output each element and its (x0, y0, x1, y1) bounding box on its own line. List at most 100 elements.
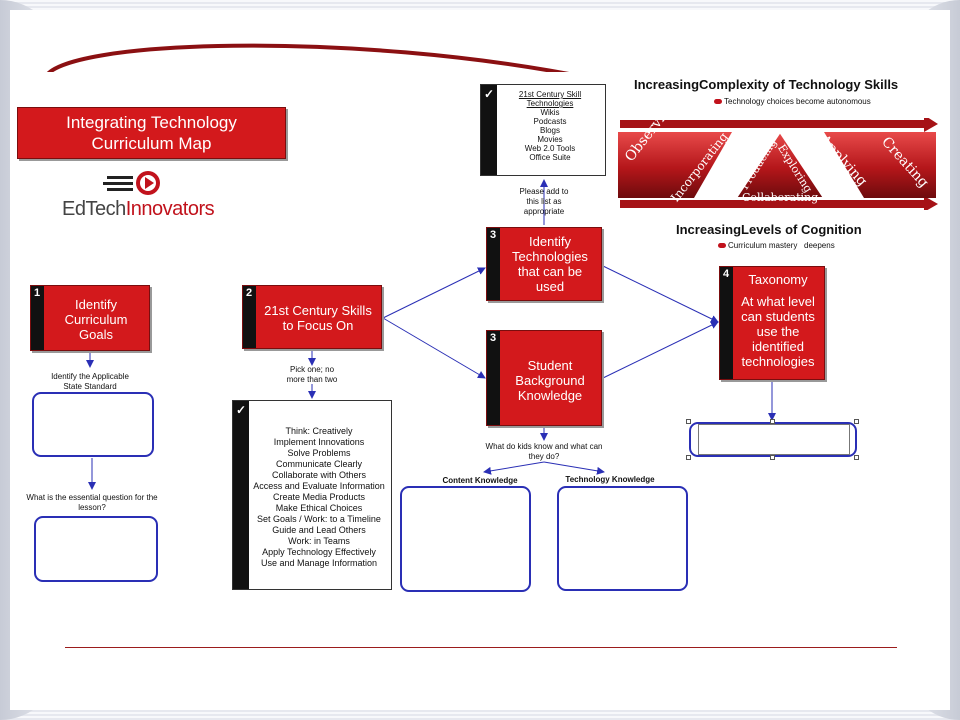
resize-handle (770, 419, 775, 424)
list-item: Create Media Products (272, 492, 366, 502)
title-line-1: Integrating Technology (66, 113, 237, 132)
step-4-line-3: can students (741, 309, 815, 324)
list-item: Movies (537, 135, 563, 144)
step-4-line-6: technologies (741, 354, 815, 369)
logo-text: EdTechInnovators (62, 198, 215, 221)
step-3b-line-2: Background (515, 373, 585, 388)
resize-handle (854, 455, 859, 460)
step-number: 1 (34, 287, 41, 299)
step-3-student-box: 3 Student Background Knowledge (486, 330, 602, 426)
note-standard-2: State Standard (63, 382, 117, 391)
step-3-identify-box: 3 Identify Technologies that can be used (486, 227, 602, 301)
step-2-label: 21st Century Skills to Focus On (257, 303, 379, 333)
tech-list-box: ✓ 21st Century Skill Technologies Wikis … (480, 84, 606, 176)
logo-part-2: Innovators (125, 198, 215, 220)
list-bar (481, 85, 497, 175)
list-item: Work: in Teams (288, 536, 350, 546)
note-addlist-2: this list as (526, 197, 562, 206)
title-line-2: Curriculum Map (91, 134, 212, 153)
taxonomy-inner-frame (698, 424, 850, 455)
note-kids: What do kids know and what can they do? (474, 442, 614, 462)
resize-handle (770, 455, 775, 460)
tech-heading-1: 21st Century Skill (518, 90, 582, 99)
step-2-box: 2 21st Century Skills to Focus On (242, 285, 382, 349)
step-bar (31, 286, 44, 350)
list-item: Use and Manage Information (260, 558, 378, 568)
word-collaborating: Collaborating (742, 191, 819, 204)
note-standard-1: Identify the Applicable (51, 372, 129, 381)
essential-question-box (34, 516, 158, 582)
technology-knowledge-box (557, 486, 688, 591)
step-4-taxonomy-box: 4 Taxonomy At what level can students us… (719, 266, 825, 380)
resize-handle (686, 419, 691, 424)
step-2-line-2: to Focus On (282, 318, 354, 333)
complexity-heading-a: Increasing (634, 77, 700, 92)
note-addlist: Please add to this list as appropriate (504, 187, 584, 217)
step-bar (243, 286, 256, 348)
step-1-line-3: Goals (79, 327, 113, 342)
list-item: Web 2.0 Tools (524, 144, 576, 153)
note-pick-1: Pick one; no (289, 365, 335, 374)
list-item: Think: Creatively (285, 426, 353, 436)
step-1-line-1: Identify (75, 297, 117, 312)
list-item: Access and Evaluate Information (253, 481, 385, 491)
cognition-heading-b: Levels of Cognition (741, 222, 862, 237)
step-3b-line-3: Knowledge (517, 388, 583, 403)
list-bar (233, 401, 249, 589)
step-3b-label: Student Background Knowledge (501, 358, 599, 403)
list-item: Apply Technology Effectively (262, 547, 376, 557)
cognition-heading-a: Increasing (676, 222, 742, 237)
complexity-subtext: Technology choices become autonomous (714, 97, 871, 106)
red-arrow-icon (714, 99, 722, 105)
step-4-line-4: use the (756, 324, 800, 339)
step-bar (487, 331, 500, 425)
list-item: Make Ethical Choices (275, 503, 363, 513)
step-4-line-1: Taxonomy (748, 272, 808, 287)
step-3b-line-1: Student (527, 358, 573, 373)
cognition-heading: IncreasingLevels of Cognition (676, 222, 862, 237)
step-1-label: Identify Curriculum Goals (45, 297, 147, 342)
resize-handle (854, 419, 859, 424)
list-item: Set Goals / Work: to a Timeline (257, 514, 381, 524)
list-item: Blogs (539, 126, 560, 135)
step-number: 4 (723, 268, 730, 280)
edtech-logo-icon (103, 171, 160, 195)
step-3a-line-2: Technologies (512, 249, 588, 264)
technology-knowledge-label: Technology Knowledge (565, 475, 655, 484)
step-3a-line-3: that can be (517, 264, 583, 279)
tech-heading-2: Technologies (526, 99, 574, 108)
resize-handle (686, 455, 691, 460)
page-title: Integrating Technology Curriculum Map (17, 107, 286, 159)
complexity-heading-b: Complexity of Technology Skills (699, 77, 899, 92)
step-4-spacer (734, 287, 822, 294)
skills-list-box: ✓ Think: Creatively Implement Innovation… (232, 400, 392, 590)
cognition-subtext-value: Curriculum mastery deepens (728, 241, 835, 250)
note-question-1: What is the essential question for the (26, 493, 158, 502)
cognition-subtext: Curriculum mastery deepens (718, 241, 835, 250)
step-bar (720, 267, 733, 379)
content-knowledge-box (400, 486, 531, 592)
note-addlist-1: Please add to (519, 187, 569, 196)
list-item: Podcasts (533, 117, 567, 126)
list-item: Office Suite (529, 153, 571, 162)
note-standard: Identify the Applicable State Standard (40, 372, 140, 392)
step-4-label: Taxonomy At what level can students use … (734, 272, 822, 369)
step-1-box: 1 Identify Curriculum Goals (30, 285, 150, 351)
step-bar (487, 228, 500, 300)
complexity-heading: IncreasingComplexity of Technology Skill… (634, 77, 898, 92)
list-item: Collaborate with Others (271, 470, 367, 480)
list-item: Communicate Clearly (275, 459, 363, 469)
skills-list: Think: Creatively Implement Innovations … (249, 426, 389, 569)
note-question-2: lesson? (78, 503, 106, 512)
red-arrow-icon (718, 243, 726, 249)
note-kids-2: they do? (528, 452, 560, 461)
step-number: 3 (490, 229, 497, 241)
note-kids-1: What do kids know and what can (485, 442, 603, 451)
note-pick-2: more than two (286, 375, 338, 384)
step-4-line-5: identified (751, 339, 805, 354)
list-item: Wikis (540, 108, 560, 117)
step-3a-label: Identify Technologies that can be used (501, 234, 599, 294)
note-addlist-3: appropriate (523, 207, 565, 216)
